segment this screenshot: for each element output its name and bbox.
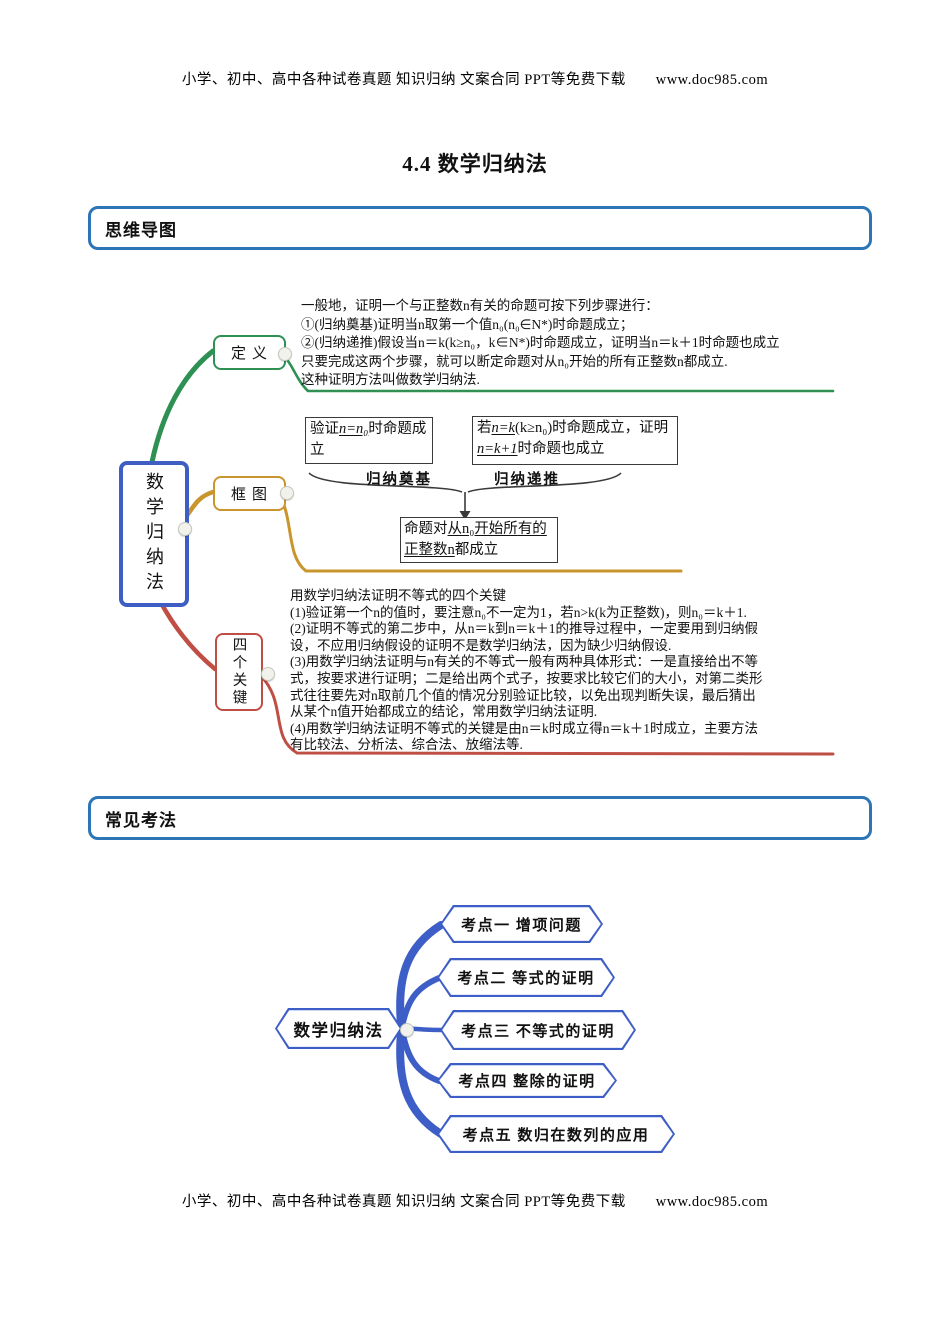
text-line: (3)用数学归纳法证明与n有关的不等式一般有两种具体形式：一是直接给出不等	[290, 654, 758, 670]
mindmap1-root-label: 数学归纳法	[144, 471, 164, 597]
exam-node-label: 考点三 不等式的证明	[461, 1023, 615, 1040]
exam-node-label: 考点四 整除的证明	[458, 1074, 596, 1090]
hexagon-fill	[439, 1117, 673, 1151]
text-line: 只要完成这两个步骤，就可以断定命题对从n₀开始的所有正整数n都成立.	[301, 353, 728, 369]
diagram-node-label: 框图	[230, 487, 273, 503]
text-line: 用数学归纳法证明不等式的四个关键	[290, 588, 506, 603]
keys-node: 四个关键	[215, 633, 263, 711]
step-math2: n=k+1	[477, 441, 518, 457]
exam-node: 考点五 数归在数列的应用	[437, 1115, 675, 1153]
text-line: ②(归纳递推)假设当n＝k(k≥n₀，k∈N*)时命题成立，证明当n＝k＋1时命…	[301, 335, 780, 351]
text-line: 设，不应用归纳假设的证明不是数学归纳法，因为缺少归纳假设.	[290, 637, 672, 653]
text-line: ①(归纳奠基)证明当n取第一个值n₀(n₀∈N*)时命题成立；	[301, 316, 634, 332]
step-text4: 时命题也成立	[517, 441, 605, 457]
keys-node-label: 四个关键	[230, 637, 247, 707]
conclusion-box: 命题对从n₀开始所有的正整数n都成立	[400, 517, 558, 563]
exam-node-label: 考点一 增项问题	[461, 917, 582, 934]
section-exam: 常见考法	[88, 796, 872, 840]
page-title: 4.4 数学归纳法	[402, 152, 548, 176]
exam-node-label: 考点五 数归在数列的应用	[462, 1127, 650, 1144]
base-brace-label: 归纳奠基	[366, 472, 432, 488]
text-line: 式往往要先对n取前几个值的情况分别验证比较，以免出现判断失误，最后猜出	[290, 687, 756, 703]
text-line: 式，按要求进行证明；二是给出两个式子，按要求比较它们的大小，对第二类形	[290, 670, 763, 686]
step-text3: 证明	[639, 420, 669, 436]
text-line: 这种证明方法叫做数学归纳法.	[301, 372, 480, 388]
base-text: 验证	[310, 421, 339, 437]
exam-node-label: 考点二 等式的证明	[457, 971, 595, 987]
result-underline1: 从n₀开始所	[447, 521, 518, 537]
text-line: 有比较法、分析法、综合法、放缩法等.	[290, 737, 523, 753]
text-line: 一般地，证明一个与正整数n有关的命题可按下列步骤进行：	[301, 298, 659, 313]
exam-node: 考点一 增项问题	[440, 905, 603, 943]
definition-node-label: 定义	[230, 346, 273, 362]
hexagon-fill	[442, 907, 601, 941]
keys-text: 用数学归纳法证明不等式的四个关键(1)验证第一个n的值时，要注意n₀不一定为1，…	[290, 588, 763, 754]
connector-dot	[261, 667, 275, 681]
exam-node: 考点三 不等式的证明	[440, 1010, 636, 1050]
exam-branch-5	[396, 1028, 445, 1138]
hexagon-fill	[439, 960, 613, 995]
exam-node: 考点四 整除的证明	[437, 1063, 617, 1098]
definition-node: 定义	[213, 335, 286, 370]
branch-definition-line	[149, 348, 216, 465]
inductive-step-box: 若n=k(k≥n₀)时命题成立，证明 n=k+1时命题也成立	[472, 416, 678, 465]
exam-branch-1	[396, 921, 445, 1029]
header-text: 小学、初中、高中各种试卷真题 知识归纳 文案合同 PPT等免费下载 www.do…	[181, 72, 769, 88]
mindmap1-root-node: 数学归纳法	[119, 461, 189, 607]
exam-node: 考点二 等式的证明	[437, 958, 615, 997]
result-text2: 都成立	[454, 541, 499, 558]
text-line: 从某个n值开始都成立的结论，常用数学归纳法证明.	[290, 704, 598, 720]
connector-dot	[178, 522, 192, 536]
exam-branch-2	[399, 975, 442, 1030]
connector-dot	[278, 347, 292, 361]
text-line: (2)证明不等式的第二步中，从n＝k到n＝k＋1的推导过程中，一定要用到归纳假	[290, 621, 758, 637]
section-mindmap: 思维导图	[88, 206, 872, 250]
text-line: (4)用数学归纳法证明不等式的关键是由n＝k时成立得n＝k＋1时成立，主要方法	[290, 720, 758, 736]
branch-keys-line	[157, 598, 218, 672]
exam-branch-4	[399, 1027, 442, 1084]
hexagon-fill	[439, 1065, 615, 1096]
base-case-box: 验证n=n₀时命题成立	[305, 417, 433, 464]
base-text2: 时命题成立	[310, 421, 427, 458]
mindmap2-root-node: 数学归纳法	[275, 1008, 402, 1049]
text-line: (1)验证第一个n的值时，要注意n₀不一定为1，若n>k(k为正整数)，则n₀＝…	[290, 604, 747, 620]
diagram-node: 框图	[213, 476, 286, 511]
footer-text: 小学、初中、高中各种试卷真题 知识归纳 文案合同 PPT等免费下载 www.do…	[181, 1194, 769, 1210]
connector-dot	[280, 486, 294, 500]
step-text2: (k≥n₀)时命题成立，	[514, 420, 640, 436]
hexagon-fill	[442, 1012, 634, 1048]
step-math1: n=k	[491, 420, 515, 436]
step-brace-label: 归纳递推	[494, 472, 560, 488]
definition-text: 一般地，证明一个与正整数n有关的命题可按下列步骤进行： ①(归纳奠基)证明当n取第…	[301, 297, 780, 390]
section-exam-label: 常见考法	[105, 810, 177, 830]
section-mindmap-label: 思维导图	[105, 220, 177, 240]
step-text1: 若	[477, 420, 492, 436]
hexagon-fill	[277, 1010, 400, 1047]
result-underline2: 有的正整数n	[404, 521, 547, 558]
mindmap2-root-label: 数学归纳法	[293, 1020, 384, 1040]
base-math: n=n₀	[339, 421, 369, 437]
connector-dot	[400, 1023, 414, 1037]
result-text1: 命题对	[404, 521, 448, 537]
